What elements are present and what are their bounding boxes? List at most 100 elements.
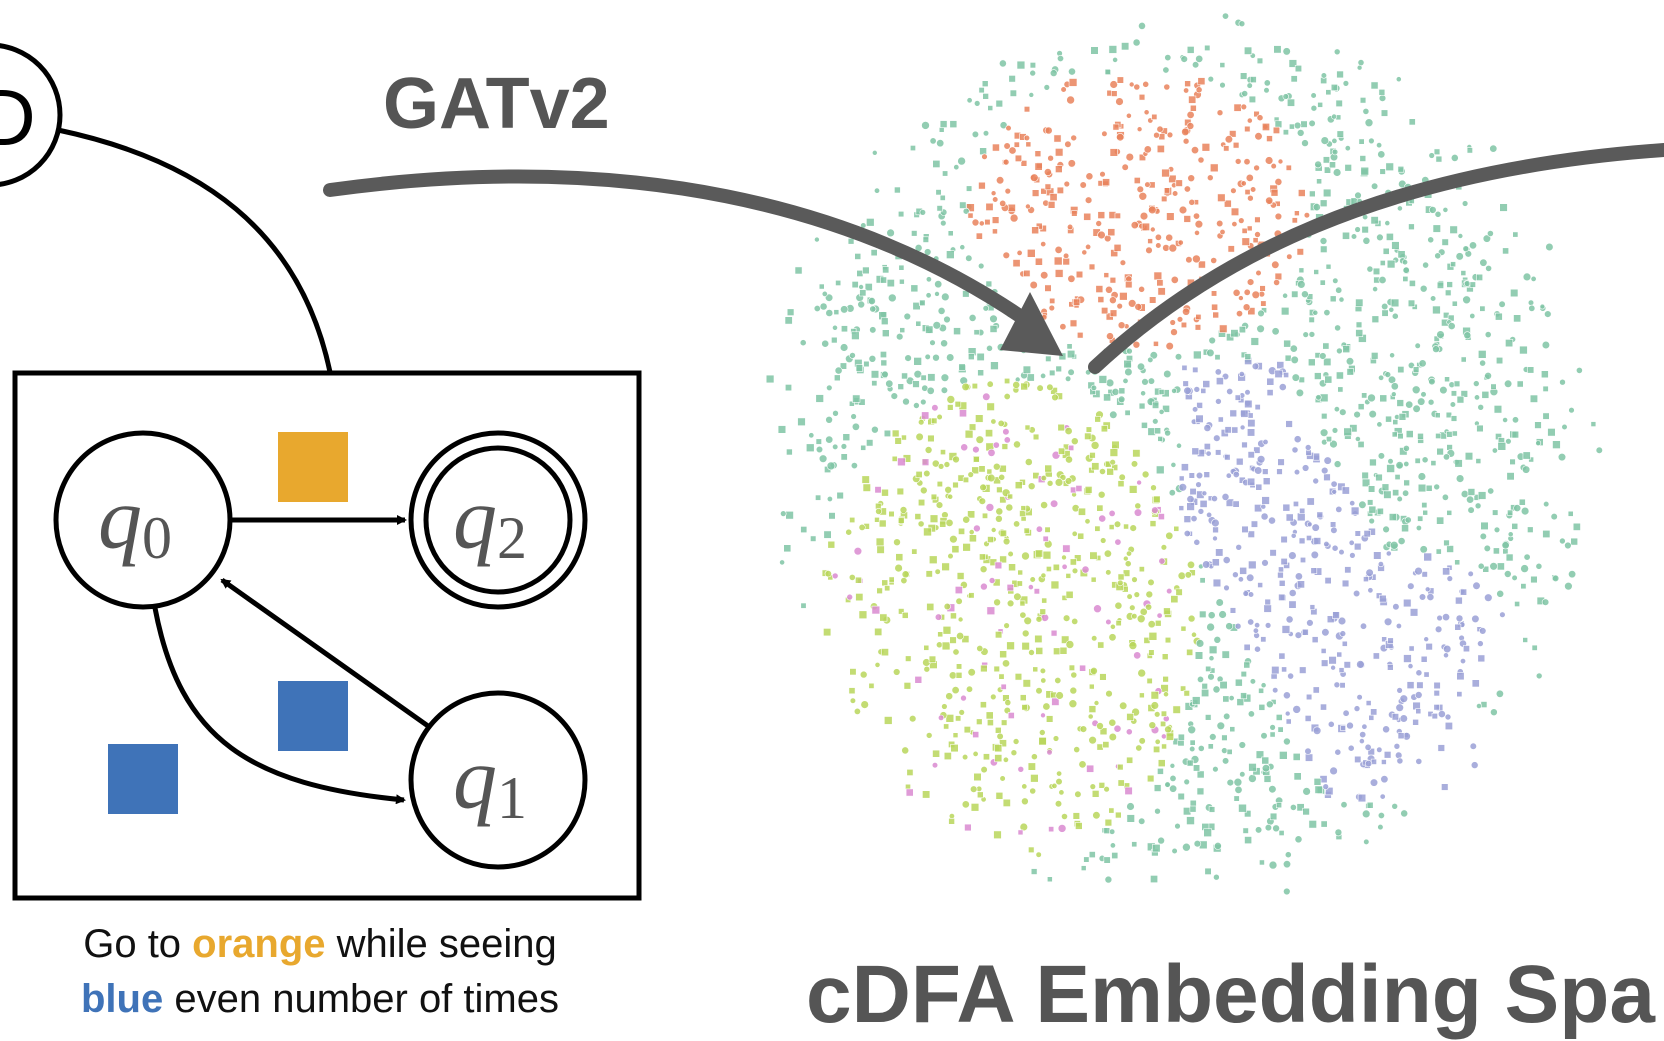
embedding-point bbox=[1058, 352, 1067, 361]
embedding-point bbox=[1256, 114, 1264, 122]
embedding-point bbox=[1054, 800, 1063, 808]
embedding-point bbox=[1436, 447, 1444, 456]
embedding-point bbox=[1283, 737, 1291, 746]
embedding-point bbox=[986, 344, 993, 352]
embedding-point bbox=[1104, 875, 1113, 884]
embedding-point bbox=[1283, 372, 1289, 378]
embedding-point bbox=[1244, 810, 1252, 818]
embedding-point bbox=[1372, 286, 1378, 292]
embedding-point bbox=[1064, 375, 1072, 382]
embedding-point bbox=[1326, 615, 1335, 624]
embedding-point bbox=[1391, 431, 1398, 438]
embedding-point bbox=[1420, 655, 1428, 663]
embedding-point bbox=[1086, 764, 1095, 773]
embedding-point bbox=[1038, 736, 1047, 746]
embedding-point bbox=[1162, 244, 1170, 252]
embedding-point bbox=[1116, 76, 1124, 84]
embedding-point bbox=[808, 432, 815, 439]
embedding-point bbox=[1068, 699, 1078, 709]
embedding-point bbox=[1211, 495, 1218, 502]
embedding-point bbox=[1211, 290, 1218, 297]
embedding-point bbox=[981, 512, 988, 519]
embedding-point bbox=[979, 483, 987, 492]
embedding-point bbox=[988, 577, 996, 584]
embedding-point bbox=[1319, 237, 1328, 245]
embedding-point bbox=[1254, 645, 1261, 653]
embedding-point bbox=[1097, 641, 1105, 649]
embedding-point bbox=[1158, 389, 1165, 395]
embedding-point bbox=[853, 546, 863, 556]
embedding-point bbox=[998, 673, 1005, 680]
embedding-point bbox=[1339, 408, 1347, 416]
embedding-point bbox=[1181, 463, 1189, 472]
embedding-point bbox=[800, 526, 808, 534]
embedding-point bbox=[897, 517, 905, 524]
embedding-point bbox=[1098, 375, 1108, 384]
embedding-point bbox=[1111, 387, 1120, 396]
embedding-point bbox=[1378, 94, 1387, 102]
embedding-point bbox=[941, 292, 950, 302]
embedding-point bbox=[1055, 691, 1064, 700]
embedding-point bbox=[1527, 526, 1534, 533]
embedding-point bbox=[1320, 648, 1327, 654]
embedding-point bbox=[987, 536, 994, 543]
embedding-point bbox=[1443, 644, 1452, 654]
embedding-point bbox=[1247, 477, 1256, 486]
embedding-point bbox=[990, 693, 997, 701]
embedding-point bbox=[852, 394, 861, 403]
embedding-point bbox=[1262, 438, 1269, 445]
embedding-point bbox=[1312, 726, 1322, 735]
state-q2-subscript: 2 bbox=[497, 505, 527, 571]
embedding-point bbox=[1302, 331, 1309, 338]
embedding-point bbox=[818, 283, 825, 290]
embedding-point bbox=[1259, 859, 1265, 866]
embedding-point bbox=[1231, 426, 1239, 434]
embedding-point bbox=[1442, 613, 1451, 622]
embedding-point bbox=[1404, 516, 1412, 524]
embedding-point bbox=[1487, 230, 1494, 237]
embedding-point bbox=[928, 555, 938, 564]
embedding-point bbox=[1330, 480, 1338, 488]
embedding-point bbox=[1291, 217, 1298, 224]
embedding-point bbox=[978, 220, 985, 227]
embedding-point bbox=[1392, 419, 1399, 425]
embedding-point bbox=[917, 419, 925, 426]
embedding-point bbox=[934, 280, 943, 289]
embedding-point bbox=[901, 746, 910, 755]
embedding-point bbox=[1191, 631, 1197, 638]
embedding-point bbox=[849, 516, 856, 523]
embedding-point bbox=[1297, 512, 1306, 522]
embedding-point bbox=[1387, 664, 1394, 671]
embedding-point bbox=[1118, 387, 1126, 395]
embedding-point bbox=[1545, 242, 1554, 252]
embedding-point bbox=[1298, 189, 1306, 197]
embedding-point bbox=[1222, 12, 1230, 20]
embedding-point bbox=[1046, 383, 1054, 391]
embedding-point bbox=[1071, 437, 1079, 446]
embedding-point bbox=[1203, 443, 1211, 450]
embedding-point bbox=[1075, 270, 1084, 279]
embedding-point bbox=[965, 185, 973, 192]
embedding-point bbox=[1492, 509, 1499, 516]
embedding-point bbox=[1084, 432, 1092, 440]
embedding-point bbox=[1147, 620, 1156, 629]
embedding-point bbox=[1419, 545, 1428, 554]
embedding-point bbox=[1062, 614, 1071, 622]
embedding-point bbox=[847, 238, 855, 245]
embedding-point bbox=[1035, 222, 1043, 230]
embedding-point bbox=[1170, 461, 1177, 468]
embedding-point bbox=[1522, 637, 1528, 643]
embedding-point bbox=[1463, 331, 1472, 340]
embedding-point bbox=[1003, 622, 1010, 629]
embedding-point bbox=[1256, 455, 1266, 464]
embedding-point bbox=[961, 382, 970, 392]
embedding-point bbox=[871, 425, 879, 434]
embedding-point bbox=[953, 164, 960, 171]
embedding-point bbox=[1234, 394, 1241, 401]
embedding-point bbox=[819, 302, 828, 311]
embedding-point bbox=[1475, 458, 1482, 464]
embedding-point bbox=[1323, 540, 1330, 548]
embedding-point bbox=[1057, 824, 1067, 833]
embedding-point bbox=[1042, 702, 1051, 711]
embedding-point bbox=[1080, 865, 1087, 871]
